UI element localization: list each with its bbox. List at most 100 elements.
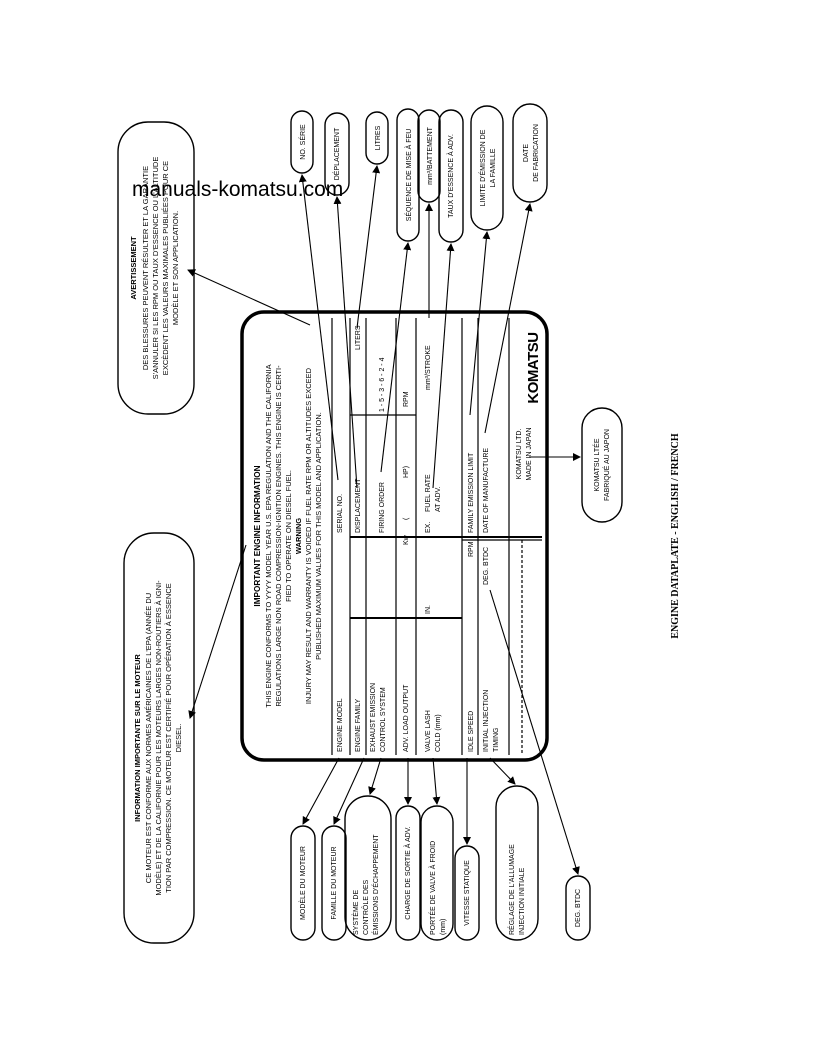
- label-liters: LITERS: [355, 325, 362, 350]
- avertissement-line-1: DES BLESSURES PEUVENT RÉSULTER ET LA GAR…: [141, 166, 150, 370]
- leader-portee: [432, 757, 441, 805]
- mm3-battement-label: mm³/BATTEMENT: [427, 126, 434, 185]
- leader-sequence: [380, 242, 412, 473]
- label-rpm-1: RPM: [403, 391, 410, 407]
- taux-essence-label: TAUX D'ESSENCE À ADV.: [446, 134, 455, 218]
- plate-warning-1: INJURY MAY RESULT AND WARRANTY IS VOIDED…: [304, 367, 313, 704]
- systeme-box: [344, 795, 392, 941]
- leader-deg-btdc: [489, 589, 580, 875]
- label-hp: HP): [403, 466, 410, 478]
- label-engine-model: ENGINE MODEL: [337, 698, 344, 752]
- label-initial-injection-2: TIMING: [493, 728, 500, 753]
- avertissement-box: [117, 121, 195, 415]
- leader-modele: [302, 757, 340, 825]
- plate-title: IMPORTANT ENGINE INFORMATION: [253, 465, 262, 606]
- label-idle-speed: IDLE SPEED: [468, 711, 475, 752]
- limite-label-2: LA FAMILLE: [490, 148, 497, 187]
- famille-moteur-label: FAMILLE DU MOTEUR: [331, 846, 338, 919]
- leader-famille: [333, 757, 365, 825]
- modele-moteur-label: MODÈLE DU MOTEUR: [298, 846, 307, 920]
- dataplate-border: [240, 310, 549, 762]
- leader-limite: [469, 231, 491, 416]
- leader-no-serie: [298, 174, 339, 481]
- label-valve-lash-2: COLD (mm): [435, 714, 442, 752]
- label-rpm-2: RPM: [468, 541, 475, 557]
- leader-deplacement: [333, 196, 358, 489]
- sequence-box: [396, 108, 420, 242]
- plate-intro-2: REGULATIONS LARGE NON ROAD COMPRESSION-I…: [274, 365, 283, 707]
- maker-country: MADE IN JAPAN: [526, 427, 533, 480]
- komatsu-logo: KOMATSU: [525, 332, 542, 403]
- plate-intro-3: FIED TO OPERATE ON DIESEL FUEL.: [284, 470, 293, 602]
- label-family-emission-limit: FAMILY EMISSION LIMIT: [468, 452, 475, 533]
- information-line-3: TION PAR COMPRESSION. CE MOTEUR EST CERT…: [164, 583, 173, 893]
- label-date-of-manufacture: DATE OF MANUFACTURE: [483, 448, 490, 533]
- systeme-label-2: CONTRÔLE DES: [361, 879, 370, 935]
- plate-warning-2: PUBLISHED MAXIMUM VALUES FOR THIS MODEL …: [314, 412, 323, 660]
- limite-box: [470, 105, 504, 231]
- label-serial-no: SERIAL NO.: [337, 494, 344, 533]
- reglage-label-1: RÉGLAGE DE L'ALLUMAGE: [507, 844, 516, 935]
- maker-name: KOMATSU LTD.: [516, 429, 523, 480]
- vitesse-label: VITESSE STATIQUE: [464, 860, 471, 926]
- label-valve-lash-1: VALVE LASH: [425, 710, 432, 752]
- portee-label-2: (mm): [440, 919, 447, 935]
- leader-date: [484, 203, 533, 434]
- leader-taux: [432, 243, 455, 489]
- leader-information: [188, 544, 247, 719]
- label-displacement: DISPLACEMENT: [355, 478, 362, 533]
- leader-lines: [187, 165, 581, 875]
- reglage-label-2: INJECTION INITIALE: [519, 867, 526, 935]
- reglage-box: [495, 785, 539, 941]
- label-paren: (: [403, 517, 410, 520]
- label-in: IN.: [425, 605, 432, 614]
- leader-avertissement: [187, 269, 311, 326]
- label-exhaust-2: CONTROL SYSTEM: [380, 687, 387, 752]
- mm3-battement-box: [417, 109, 441, 203]
- systeme-label-3: ÉMISSIONS D'ÉCHAPPEMENT: [371, 834, 380, 935]
- portee-box: [420, 805, 454, 941]
- information-line-4: DIESEL.: [174, 724, 183, 753]
- firing-sequence: 1 - 5 - 3 - 6 - 2 - 4: [379, 357, 386, 412]
- label-ex: EX.: [425, 522, 432, 533]
- komatsu-ltee-label-1: KOMATSU LTÉE: [592, 438, 601, 491]
- komatsu-ltee-box: [581, 407, 623, 523]
- date-box: [512, 103, 548, 203]
- information-box: [123, 532, 195, 944]
- litres-label: LITRES: [375, 125, 382, 150]
- callouts: [117, 103, 623, 944]
- engine-dataplate: IMPORTANT ENGINE INFORMATION THIS ENGINE…: [240, 310, 549, 762]
- leader-litres: [356, 165, 381, 329]
- famille-moteur-box: [321, 825, 347, 941]
- information-title: INFORMATION IMPORTANTE SUR LE MOTEUR: [133, 654, 142, 822]
- avertissement-title: AVERTISSEMENT: [129, 236, 138, 300]
- label-kw: Kw: [403, 534, 410, 545]
- no-serie-label: NO. SÉRIE: [298, 124, 307, 160]
- label-adv-load-output: ADV. LOAD OUTPUT: [403, 684, 410, 752]
- portee-label-1: PORTÉE DE VALVE À FROID: [428, 841, 437, 935]
- sequence-label: SÉQUENCE DE MISE À FEU: [404, 129, 413, 222]
- information-line-1: CE MOTEUR EST CONFORME AUX NORMES AMÉRIC…: [144, 593, 153, 883]
- label-mm3-stroke: mm³/STROKE: [425, 345, 432, 390]
- leader-systeme: [368, 757, 382, 795]
- limite-label-1: LIMITE D'ÉMISSION DE: [478, 129, 487, 206]
- plate-warning-title: WARNING: [294, 518, 303, 554]
- label-exhaust-1: EXHAUST EMISSION: [370, 683, 377, 752]
- date-label-2: DE FABRICATION: [533, 124, 540, 182]
- label-engine-family: ENGINE FAMILY: [355, 699, 362, 752]
- deg-btdc-box: [565, 875, 591, 941]
- vitesse-box: [454, 845, 480, 941]
- deplacement-label: DÉPLACEMENT: [332, 127, 341, 180]
- label-fuel-rate-1: FUEL RATE: [425, 474, 432, 512]
- charge-label: CHARGE DE SORTIE À ADV.: [403, 826, 412, 919]
- avertissement-line-3: EXCÈDENT LES VALEURS MAXIMALES PUBLIÉES …: [161, 161, 170, 375]
- watermark: manuals-komatsu.com: [132, 178, 344, 201]
- label-deg-btdc: DEG. BTDC: [483, 547, 490, 585]
- figure-caption: ENGINE DATAPLATE - ENGLISH / FRENCH: [670, 433, 681, 639]
- dataplate-grid: [331, 318, 542, 755]
- avertissement-line-4: MODÈLE ET SON APPLICATION.: [171, 211, 180, 325]
- date-label-1: DATE: [523, 144, 530, 162]
- plate-intro-1: THIS ENGINE CONFORMS TO YYYY MODEL YEAR …: [264, 364, 273, 707]
- deg-btdc-callout-label: DEG. BTDC: [575, 889, 582, 927]
